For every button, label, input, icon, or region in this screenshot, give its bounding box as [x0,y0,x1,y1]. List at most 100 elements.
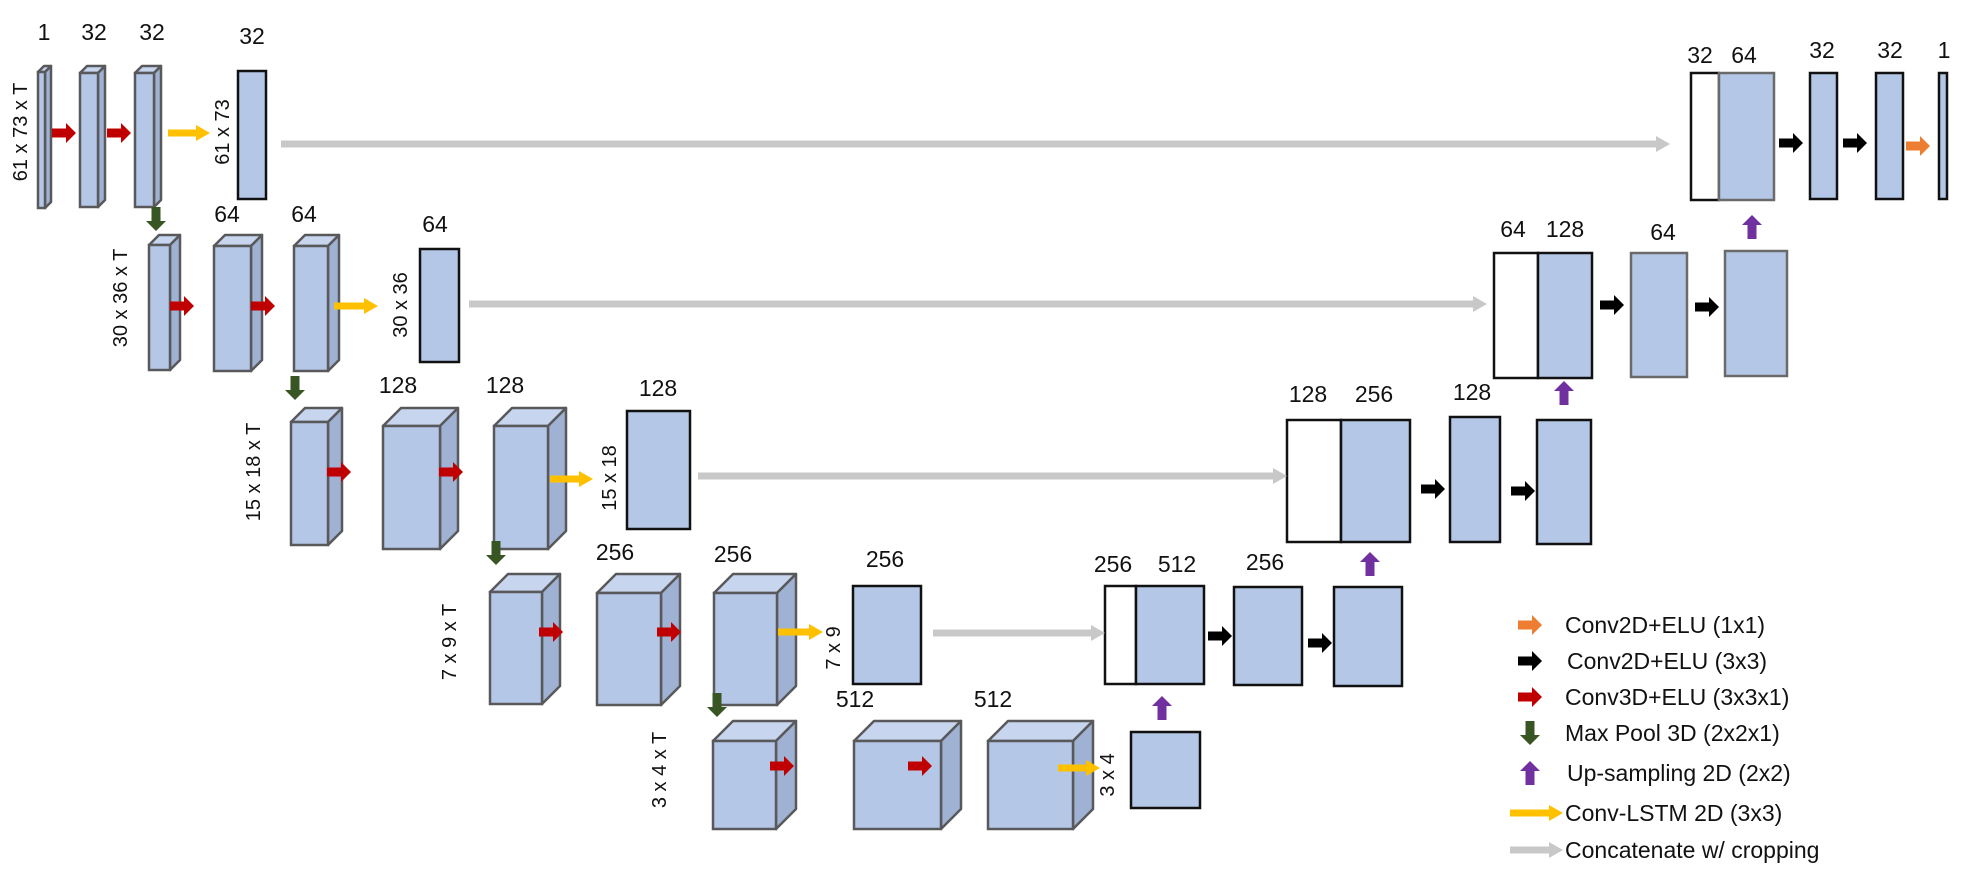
arrow-shape [170,296,194,316]
arrow-head [1473,296,1487,312]
arrow-shape [146,207,166,231]
arrow-head [1273,468,1287,484]
channel-label: 256 [596,539,634,565]
arrow-shape [1520,721,1540,745]
dims-label: 61 x 73 x T [10,83,32,182]
concatenate-arrow [281,136,1670,152]
arrow-shape [1360,552,1380,576]
cuboid-front [381,424,442,551]
arrow-shape [1742,215,1762,239]
concatenate-arrow [933,625,1105,641]
conv3d-arrow [908,756,932,776]
arrow-shape [251,296,275,316]
arrow-shape [486,541,506,565]
arrow-shape [707,693,727,717]
channel-label: 128 [486,372,524,398]
feature-map-2d [1448,415,1502,544]
channel-label: 128 [379,372,417,398]
legend-label: Max Pool 3D (2x2x1) [1565,720,1780,746]
skip-feature-map [1285,418,1343,544]
legend-item: Concatenate w/ cropping [1510,837,1819,863]
arrow-right-icon [1518,687,1542,707]
channel-label: 128 [1453,379,1491,405]
dims-label: 30 x 36 [390,272,412,338]
conv3d-arrow [251,296,275,316]
feature-map-3d [133,64,163,209]
upsampled-feature-map [1339,418,1412,544]
channel-label: 64 [214,201,240,227]
conv2d-1x1-arrow [1906,136,1930,156]
legend: Conv2D+ELU (1x1) Conv2D+ELU (3x3) Conv3D… [1510,612,1819,863]
arrow-shape [327,462,351,482]
arrow-head [1091,625,1105,641]
channel-label: 32 [239,23,265,49]
feature-map-2d [1535,418,1593,546]
feature-map-3d [78,64,107,209]
max-pool-arrow [285,376,305,400]
cuboid-side [659,572,682,707]
arrow-shape [1520,761,1540,785]
cuboid-front [292,244,330,373]
upsampling-arrow [1742,215,1762,239]
feature-map-3d [289,406,344,547]
channel-label: 1 [1938,37,1951,63]
upsampled-feature-map [1536,251,1594,380]
feature-map-3d [711,719,798,831]
channel-label: 64 [1500,216,1526,242]
concatenate-arrow [698,468,1287,484]
cuboid-front [212,244,253,373]
skip-feature-map [1103,584,1138,686]
output-feature-map [1937,71,1949,201]
dims-label: 15 x 18 [599,445,621,511]
legend-item: Conv3D+ELU (3x3x1) [1518,684,1789,710]
conv-lstm-arrow [550,471,593,487]
dims-label: 7 x 9 [823,626,845,669]
encoder-level-5: 512 512 3 x 4 x T 3 x 4 [649,686,1202,831]
arrow-shape [1695,297,1719,317]
cuboid-side [540,572,562,706]
legend-item: Conv-LSTM 2D (3x3) [1510,800,1782,826]
arrow-shape [439,462,463,482]
channel-label: 64 [422,211,448,237]
arrow-shape [1906,136,1930,156]
upsampling-arrow [1554,381,1574,405]
encoder-level-1: 1 32 32 61 x 73 x T 32 61 x 73 [10,19,268,210]
arrow-head [1656,136,1670,152]
arrow-head [196,125,210,141]
feature-map-3d [986,719,1095,831]
conv2d-arrow [1779,133,1803,153]
channel-label: 64 [1650,219,1676,245]
feature-map-3d [488,572,562,706]
conv2d-arrow [1308,633,1332,653]
arrow-shape [52,123,76,143]
legend-label: Conv2D+ELU (3x3) [1567,648,1767,674]
feature-map-2d [1723,249,1789,378]
long-arrow-icon [1510,842,1563,858]
encoder-level-4: 256 256 7 x 9 x T 256 7 x 9 [439,539,923,707]
dims-label: 3 x 4 x T [649,732,671,808]
channel-label: 512 [974,686,1012,712]
channel-label: 32 [1809,37,1835,63]
arrow-up-icon [1520,761,1540,785]
arrow-shape [539,622,563,642]
decoder-level-2: 64 128 64 [1492,216,1789,380]
legend-item: Conv2D+ELU (1x1) [1518,612,1765,638]
arrow-down-icon [1520,721,1540,745]
max-pool-arrow [486,541,506,565]
arrow-shape [107,123,131,143]
arrow-shape [1308,633,1332,653]
channel-label: 32 [139,19,165,45]
conv2d-arrow [1695,297,1719,317]
channel-label: 128 [1289,381,1327,407]
dims-label: 7 x 9 x T [439,604,461,680]
dims-label: 61 x 73 [212,99,234,165]
arrow-shape [770,756,794,776]
arrow-right-icon [1518,615,1542,635]
conv3d-arrow [52,123,76,143]
cuboid-front [712,591,779,707]
dims-label: 3 x 4 [1097,753,1119,796]
arrow-shape [1779,133,1803,153]
dims-label: 30 x 36 x T [110,249,132,348]
lstm-feature-map [625,409,692,531]
